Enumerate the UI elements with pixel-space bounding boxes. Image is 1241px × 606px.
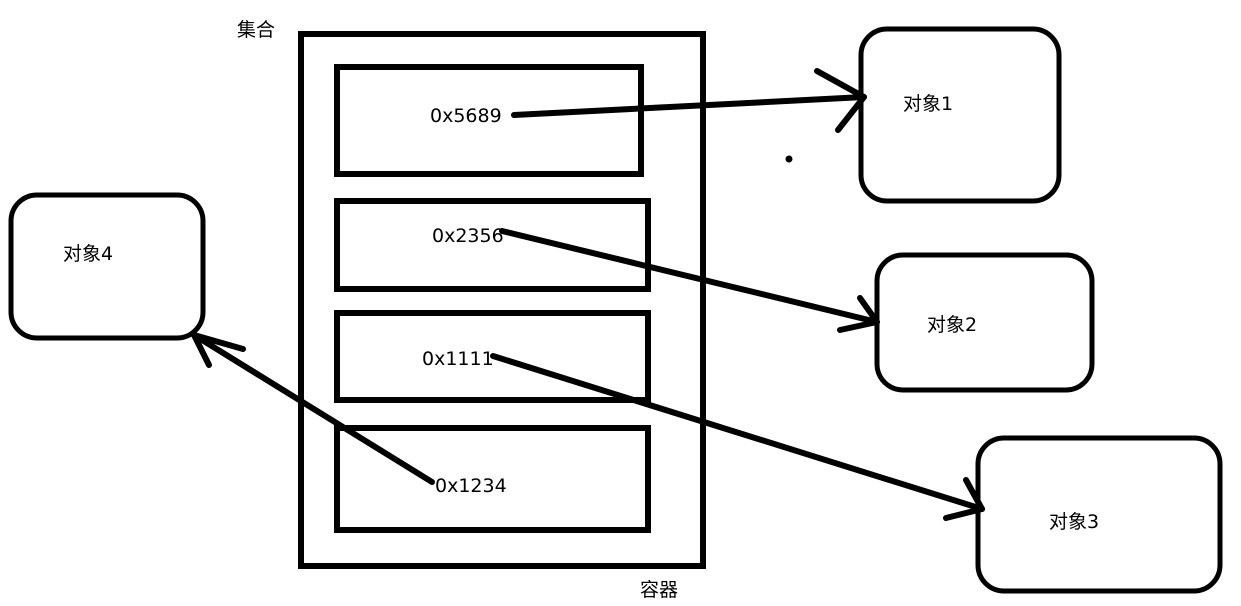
container-label: 容器 [640, 579, 678, 601]
object-label: 对象3 [1049, 511, 1099, 533]
object-label: 对象2 [927, 314, 977, 336]
object-label: 对象1 [903, 93, 953, 115]
object-box-4 [8, 192, 206, 341]
stray-dot [785, 155, 793, 163]
arrow-0x1234-to-object4 [191, 332, 435, 485]
object-box-3 [975, 435, 1223, 594]
slot-box-0x1111 [334, 310, 651, 403]
collection-box [298, 31, 706, 569]
slot-box-0x5689 [334, 64, 644, 177]
slot-box-0x1234 [334, 425, 651, 533]
object-box-1 [858, 26, 1062, 204]
object-box-2 [874, 252, 1095, 393]
slot-address-label: 0x1111 [422, 348, 494, 370]
slot-address-label: 0x5689 [430, 105, 502, 127]
collection-label: 集合 [237, 19, 275, 41]
slot-address-label: 0x2356 [432, 225, 504, 247]
arrow-0x1111-to-object3 [490, 353, 985, 521]
slot-address-label: 0x1234 [435, 475, 507, 497]
arrow-0x5689-to-object1 [511, 68, 867, 133]
slot-box-0x2356 [334, 198, 651, 292]
object-label: 对象4 [63, 243, 113, 265]
arrow-0x2356-to-object2 [499, 228, 880, 333]
